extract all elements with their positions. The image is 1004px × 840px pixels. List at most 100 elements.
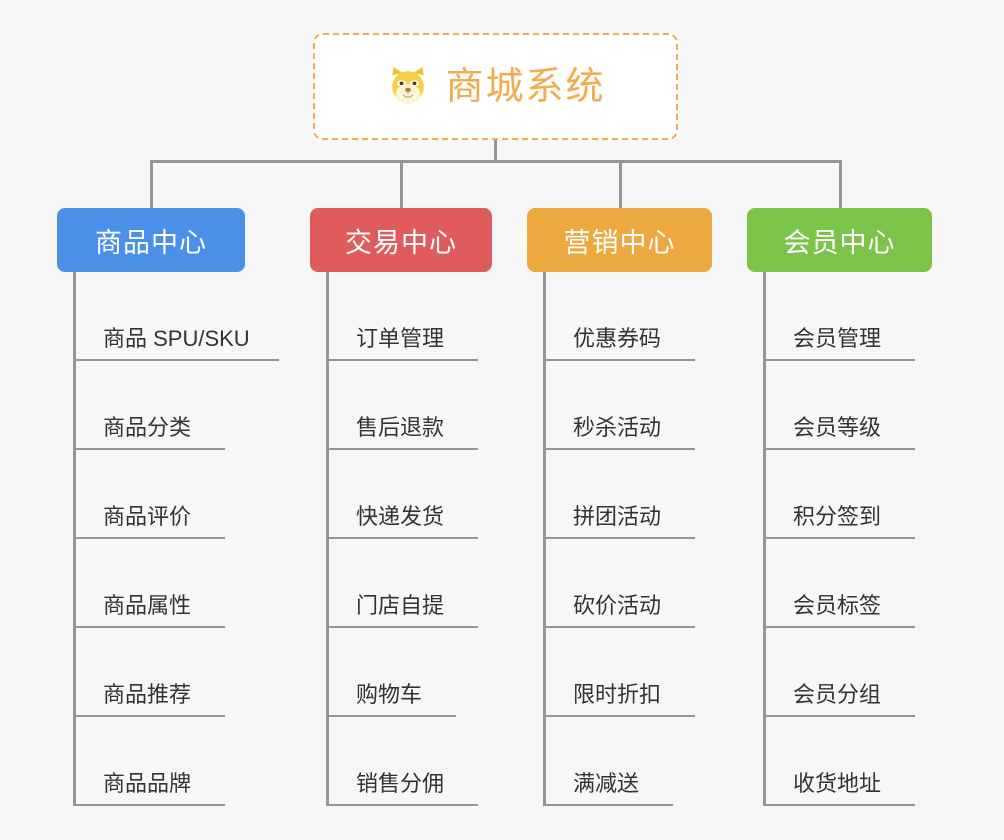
branch-header-label: 商品中心 — [95, 227, 207, 258]
leaf-item-rule — [543, 359, 695, 361]
leaf-item-label: 商品分类 — [103, 414, 192, 440]
branch-spine-marketing-center — [543, 272, 546, 806]
leaf-item-label: 会员分组 — [793, 681, 882, 707]
leaf-list-marketing-center: 优惠券码秒杀活动拼团活动砍价活动限时折扣满减送 — [527, 272, 712, 806]
leaf-item[interactable]: 优惠券码 — [527, 272, 712, 361]
leaf-item[interactable]: 商品品牌 — [57, 717, 245, 806]
leaf-item-rule — [326, 448, 478, 450]
leaf-item-label: 收货地址 — [793, 770, 882, 796]
leaf-item-label: 商品评价 — [103, 503, 192, 529]
leaf-item[interactable]: 订单管理 — [310, 272, 492, 361]
branch-marketing-center: 营销中心优惠券码秒杀活动拼团活动砍价活动限时折扣满减送 — [527, 208, 712, 806]
leaf-item[interactable]: 限时折扣 — [527, 628, 712, 717]
leaf-item-rule — [73, 715, 225, 717]
leaf-item-rule — [763, 804, 915, 806]
leaf-item-rule — [763, 537, 915, 539]
branch-product-center: 商品中心商品 SPU/SKU 商品分类商品评价商品属性商品推荐商品品牌 — [57, 208, 279, 806]
leaf-item[interactable]: 收货地址 — [747, 717, 932, 806]
leaf-item-rule — [326, 359, 478, 361]
connector-drop-trade-center — [400, 160, 403, 208]
leaf-item[interactable]: 商品属性 — [57, 539, 245, 628]
branch-header-label: 营销中心 — [563, 227, 676, 258]
leaf-item-label: 门店自提 — [356, 592, 445, 618]
leaf-item-rule — [543, 804, 673, 806]
leaf-item-rule — [763, 626, 915, 628]
leaf-item-rule — [73, 804, 225, 806]
branch-header-member-center[interactable]: 会员中心 — [747, 208, 932, 272]
leaf-item[interactable]: 商品推荐 — [57, 628, 245, 717]
leaf-item-rule — [763, 448, 915, 450]
leaf-item-label: 商品品牌 — [103, 770, 192, 796]
leaf-item-label: 购物车 — [356, 681, 423, 707]
leaf-item-label: 商品属性 — [103, 592, 192, 618]
branch-member-center: 会员中心会员管理会员等级积分签到会员标签会员分组收货地址 — [747, 208, 932, 806]
leaf-item-label: 优惠券码 — [573, 325, 662, 351]
leaf-item-label: 积分签到 — [793, 503, 882, 529]
leaf-item-label: 快递发货 — [356, 503, 445, 529]
leaf-item-rule — [326, 537, 478, 539]
dog-face-icon — [385, 64, 431, 110]
leaf-item-label: 商品 SPU/SKU — [103, 325, 250, 351]
branch-spine-product-center — [73, 272, 76, 806]
branch-trade-center: 交易中心订单管理售后退款快递发货门店自提购物车销售分佣 — [310, 208, 492, 806]
leaf-item-label: 会员标签 — [793, 592, 882, 618]
leaf-item-rule — [326, 626, 478, 628]
leaf-item[interactable]: 购物车 — [310, 628, 492, 717]
leaf-item-label: 秒杀活动 — [573, 414, 662, 440]
leaf-item-rule — [763, 359, 915, 361]
leaf-item-label: 砍价活动 — [573, 592, 662, 618]
leaf-item-rule — [326, 804, 478, 806]
leaf-item-label: 拼团活动 — [573, 503, 662, 529]
leaf-item-rule — [73, 626, 225, 628]
branch-header-product-center[interactable]: 商品中心 — [57, 208, 245, 272]
leaf-item-rule — [543, 448, 695, 450]
connector-drop-member-center — [839, 160, 842, 208]
leaf-item[interactable]: 商品分类 — [57, 361, 245, 450]
leaf-item-label: 满减送 — [573, 770, 640, 796]
leaf-item[interactable]: 砍价活动 — [527, 539, 712, 628]
leaf-item-rule — [73, 359, 279, 361]
leaf-item-rule — [543, 715, 695, 717]
leaf-item-rule — [73, 448, 225, 450]
connector-trunk-vertical — [494, 140, 497, 162]
leaf-item[interactable]: 售后退款 — [310, 361, 492, 450]
leaf-item-label: 商品推荐 — [103, 681, 192, 707]
connector-drop-marketing-center — [619, 160, 622, 208]
leaf-item-label: 会员管理 — [793, 325, 882, 351]
leaf-item[interactable]: 销售分佣 — [310, 717, 492, 806]
leaf-item[interactable]: 会员等级 — [747, 361, 932, 450]
branch-header-marketing-center[interactable]: 营销中心 — [527, 208, 712, 272]
leaf-item[interactable]: 秒杀活动 — [527, 361, 712, 450]
connector-drop-product-center — [150, 160, 153, 208]
leaf-item-rule — [73, 537, 225, 539]
leaf-item-label: 会员等级 — [793, 414, 882, 440]
leaf-item-rule — [543, 626, 695, 628]
branch-header-label: 交易中心 — [345, 227, 457, 258]
branch-header-trade-center[interactable]: 交易中心 — [310, 208, 492, 272]
leaf-item-label: 售后退款 — [356, 414, 445, 440]
leaf-item[interactable]: 拼团活动 — [527, 450, 712, 539]
leaf-item[interactable]: 积分签到 — [747, 450, 932, 539]
branch-spine-member-center — [763, 272, 766, 806]
leaf-item[interactable]: 商品 SPU/SKU — [57, 272, 279, 361]
leaf-item-label: 销售分佣 — [356, 770, 445, 796]
leaf-item[interactable]: 会员管理 — [747, 272, 932, 361]
leaf-item-label: 限时折扣 — [573, 681, 662, 707]
leaf-item-rule — [763, 715, 915, 717]
leaf-item-label: 订单管理 — [356, 325, 445, 351]
root-title: 商城系统 — [445, 65, 606, 108]
leaf-list-product-center: 商品 SPU/SKU 商品分类商品评价商品属性商品推荐商品品牌 — [57, 272, 279, 806]
leaf-item[interactable]: 门店自提 — [310, 539, 492, 628]
leaf-item[interactable]: 商品评价 — [57, 450, 245, 539]
branch-header-label: 会员中心 — [783, 227, 896, 258]
leaf-item[interactable]: 会员标签 — [747, 539, 932, 628]
leaf-list-member-center: 会员管理会员等级积分签到会员标签会员分组收货地址 — [747, 272, 932, 806]
root-node[interactable]: 商城系统 — [313, 33, 678, 140]
leaf-item[interactable]: 满减送 — [527, 717, 712, 806]
leaf-list-trade-center: 订单管理售后退款快递发货门店自提购物车销售分佣 — [310, 272, 492, 806]
leaf-item[interactable]: 会员分组 — [747, 628, 932, 717]
branch-spine-trade-center — [326, 272, 329, 806]
leaf-item[interactable]: 快递发货 — [310, 450, 492, 539]
leaf-item-rule — [543, 537, 695, 539]
